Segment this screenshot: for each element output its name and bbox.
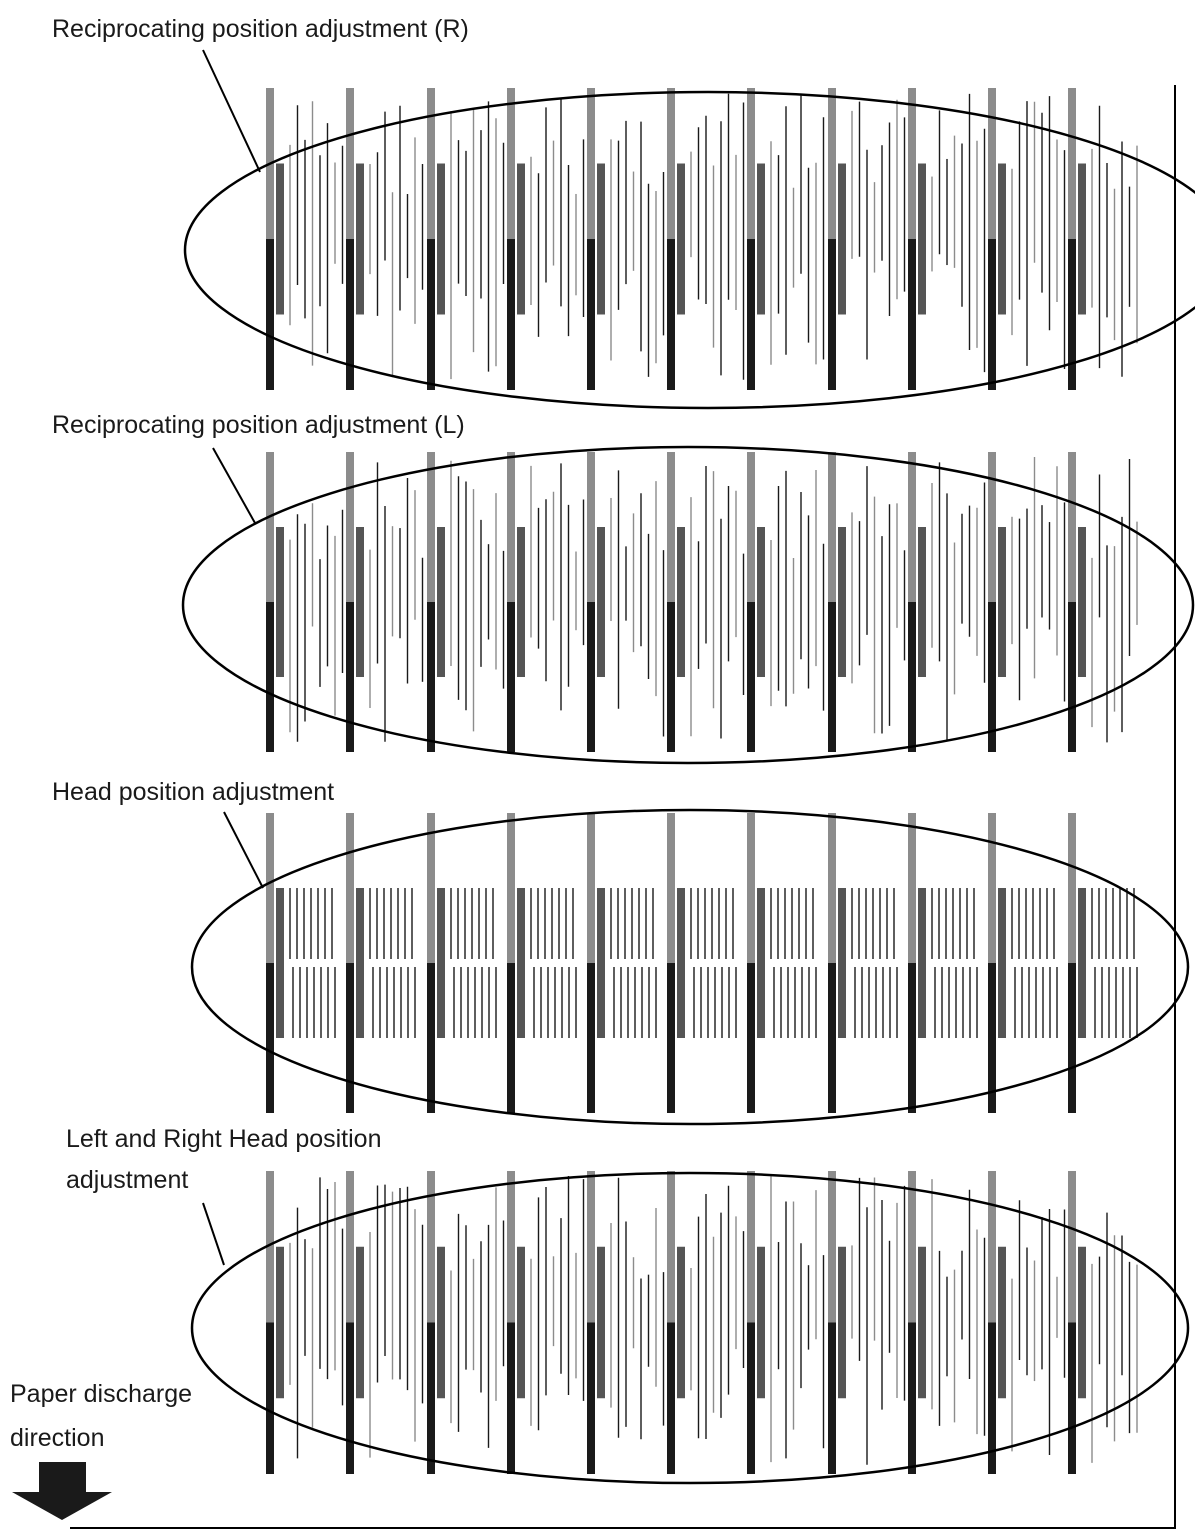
leader-line bbox=[223, 811, 264, 889]
section-label-head: Head position adjustment bbox=[52, 778, 334, 806]
highlight-ellipse bbox=[190, 1171, 1190, 1485]
section-recip-r: Reciprocating position adjustment (R) bbox=[52, 15, 1195, 410]
pattern-head bbox=[266, 813, 1138, 1113]
down-arrow-icon bbox=[12, 1462, 112, 1520]
highlight-ellipse bbox=[183, 90, 1195, 410]
pattern-recip-r bbox=[266, 88, 1138, 390]
section-label-recip-r: Reciprocating position adjustment (R) bbox=[52, 15, 469, 43]
highlight-ellipse bbox=[181, 445, 1195, 765]
section-head: Head position adjustment bbox=[52, 778, 1190, 1126]
leader-line bbox=[202, 49, 261, 173]
pattern-recip-l bbox=[266, 452, 1138, 752]
pattern-lr-head bbox=[266, 1171, 1138, 1474]
paper-edge bbox=[70, 85, 1176, 1529]
leader-line bbox=[212, 447, 256, 524]
leader-line bbox=[202, 1202, 225, 1266]
section-recip-l: Reciprocating position adjustment (L) bbox=[52, 411, 1195, 765]
section-label-recip-l: Reciprocating position adjustment (L) bbox=[52, 411, 465, 439]
highlight-ellipse bbox=[190, 808, 1190, 1126]
